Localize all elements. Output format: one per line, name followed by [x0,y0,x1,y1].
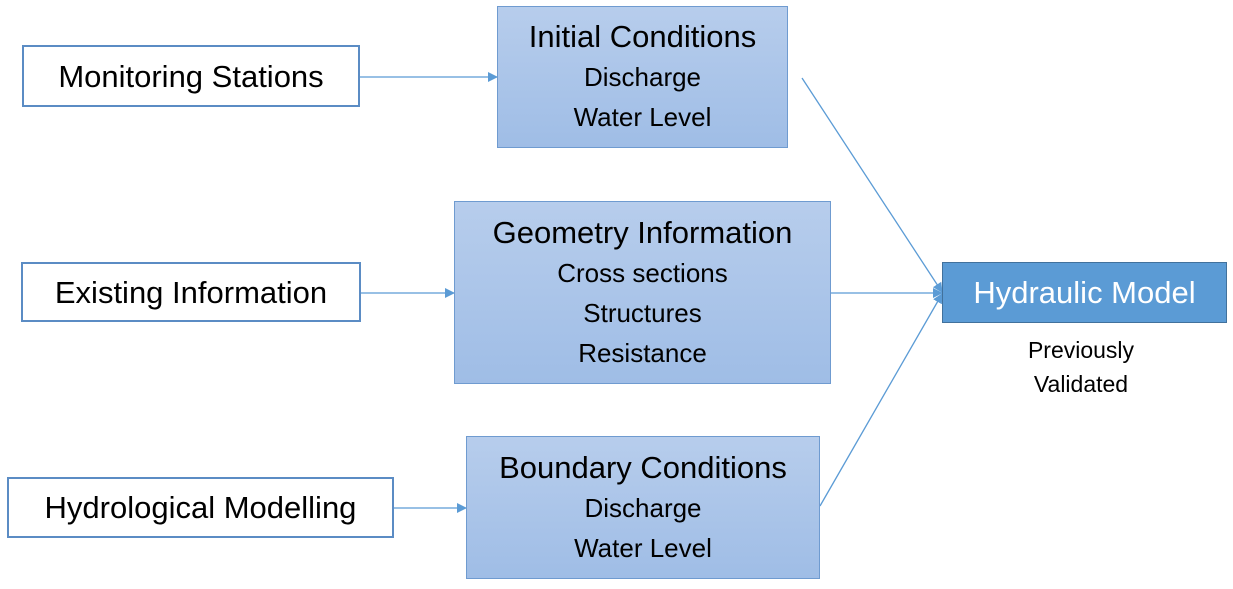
arrow-initial-to-model [801,77,943,293]
monitoring-stations-label: Monitoring Stations [58,58,324,94]
hydraulic-model-box: Hydraulic Model [942,262,1227,323]
model-note-line: Validated [1033,371,1129,397]
geometry-information-box: Geometry Information Cross sections Stru… [454,201,831,384]
boundary-conditions-item: Water Level [574,532,712,563]
geometry-information-item: Structures [583,297,702,328]
model-note-line: Previously [1027,337,1135,363]
model-validation-note: Previously Validated [1000,333,1162,401]
hydrological-modelling-label: Hydrological Modelling [44,490,357,525]
boundary-conditions-title: Boundary Conditions [499,449,787,485]
initial-conditions-box: Initial Conditions Discharge Water Level [497,6,788,148]
initial-conditions-item: Discharge [583,62,702,92]
boundary-conditions-box: Boundary Conditions Discharge Water Leve… [466,436,820,579]
arrow-boundary-to-model [819,293,943,507]
boundary-conditions-item: Discharge [584,492,702,523]
geometry-information-item: Cross sections [557,257,728,288]
hydraulic-model-label: Hydraulic Model [973,275,1196,310]
existing-information-label: Existing Information [54,274,328,310]
geometry-information-title: Geometry Information [492,214,793,250]
existing-information-box: Existing Information [21,262,361,322]
initial-conditions-title: Initial Conditions [528,19,757,54]
monitoring-stations-box: Monitoring Stations [22,45,360,107]
geometry-information-item: Resistance [578,337,707,368]
hydrological-modelling-box: Hydrological Modelling [7,477,394,538]
initial-conditions-item: Water Level [573,102,712,132]
